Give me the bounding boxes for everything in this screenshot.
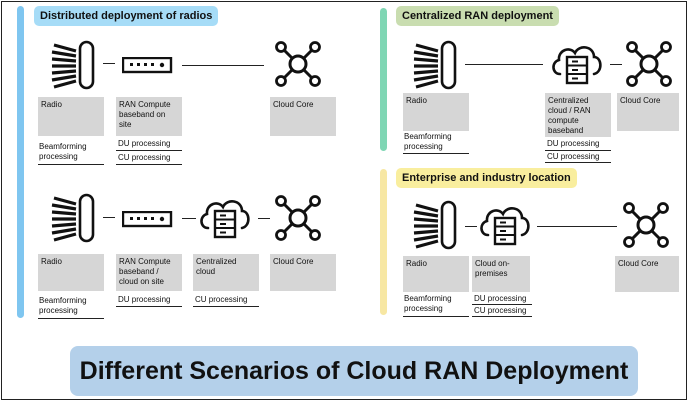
radio-box: Radio <box>403 256 469 292</box>
beamforming-text: Beamforming processing <box>404 294 452 313</box>
connector-line <box>465 226 477 227</box>
cu-processing-label: CU processing <box>195 295 248 304</box>
cloud-server-icon <box>480 207 530 246</box>
centralized-cloud-box: Centralized cloud <box>193 254 259 291</box>
cloud-core-box: Cloud Core <box>617 93 679 131</box>
cloud-core-icon <box>626 41 672 87</box>
baseband-unit-icon <box>122 211 173 228</box>
connector-line <box>103 63 115 64</box>
centralized-cloud-label: Centralized cloud <box>196 257 237 276</box>
cloud-core-icon <box>275 41 321 87</box>
enterprise-section-title: Enterprise and industry location <box>396 168 577 188</box>
connector-line <box>258 218 270 219</box>
cloud-core-label: Cloud Core <box>273 100 314 109</box>
beamforming-label: Beamforming processing <box>404 132 470 152</box>
divider <box>545 150 611 151</box>
distributed-accent-bar <box>17 6 24 318</box>
divider <box>116 306 182 307</box>
divider <box>116 164 182 165</box>
beamforming-text: Beamforming processing <box>404 132 452 151</box>
cu-processing-label: CU processing <box>118 153 171 162</box>
radio-label: Radio <box>406 96 427 105</box>
radio-box: Radio <box>403 93 469 131</box>
ran-compute-label: RAN Compute baseband on site <box>119 100 171 129</box>
centralized-section-title: Centralized RAN deployment <box>396 6 559 26</box>
distributed-section-title: Distributed deployment of radios <box>34 6 219 26</box>
beamforming-label: Beamforming processing <box>404 294 470 314</box>
radio-icon <box>50 193 95 243</box>
divider <box>403 153 469 154</box>
ran-compute-label: RAN Compute baseband / cloud on site <box>119 257 171 286</box>
radio-label: Radio <box>41 100 62 109</box>
radio-icon <box>50 40 95 90</box>
radio-box: Radio <box>38 254 104 291</box>
enterprise-accent-bar <box>380 169 387 315</box>
radio-box: Radio <box>38 97 104 136</box>
cloud-core-box: Cloud Core <box>615 256 679 292</box>
connector-line <box>182 218 196 219</box>
beamforming-label: Beamforming processing <box>39 296 105 316</box>
connector-line <box>103 217 115 218</box>
divider <box>38 318 104 319</box>
connector-line <box>537 226 617 227</box>
connector-line <box>610 64 622 65</box>
cu-processing-label: CU processing <box>547 152 600 161</box>
ran-compute-box: RAN Compute baseband / cloud on site <box>116 254 182 291</box>
centralized-cloud-ran-label: Centralized cloud / RAN compute baseband <box>548 96 591 135</box>
beamforming-text: Beamforming processing <box>39 296 87 315</box>
cloud-on-premises-label: Cloud on-premises <box>475 259 510 278</box>
divider <box>193 306 259 307</box>
divider <box>38 164 104 165</box>
radio-label: Radio <box>406 259 427 268</box>
cloud-core-label: Cloud Core <box>273 257 314 266</box>
connector-line <box>182 65 264 66</box>
divider <box>403 316 469 317</box>
radio-label: Radio <box>41 257 62 266</box>
divider <box>472 316 532 317</box>
divider <box>472 304 532 305</box>
centralized-cloud-ran-box: Centralized cloud / RAN compute baseband <box>545 93 611 137</box>
beamforming-text: Beamforming processing <box>39 142 87 161</box>
connector-line <box>465 64 543 65</box>
divider <box>545 162 611 163</box>
cloud-server-icon <box>552 46 602 85</box>
cloud-core-label: Cloud Core <box>620 96 661 105</box>
du-processing-label: DU processing <box>118 295 171 304</box>
centralized-accent-bar <box>380 8 387 151</box>
cloud-core-box: Cloud Core <box>270 254 336 291</box>
cloud-core-icon <box>275 195 321 241</box>
diagram-title-banner: Different Scenarios of Cloud RAN Deploym… <box>70 346 638 396</box>
du-processing-label: DU processing <box>118 139 171 148</box>
radio-icon <box>412 200 457 250</box>
du-processing-label: DU processing <box>547 139 600 148</box>
ran-compute-box: RAN Compute baseband on site <box>116 97 182 136</box>
radio-icon <box>412 40 457 90</box>
cloud-on-premises-box: Cloud on-premises <box>472 256 530 292</box>
cloud-core-label: Cloud Core <box>618 259 659 268</box>
cloud-server-icon <box>200 200 250 239</box>
du-processing-label: DU processing <box>474 294 527 303</box>
divider <box>116 150 182 151</box>
beamforming-label: Beamforming processing <box>39 142 105 162</box>
cloud-core-icon <box>623 202 669 248</box>
cu-processing-label: CU processing <box>474 306 527 315</box>
cloud-core-box: Cloud Core <box>270 97 336 136</box>
baseband-unit-icon <box>122 57 173 74</box>
